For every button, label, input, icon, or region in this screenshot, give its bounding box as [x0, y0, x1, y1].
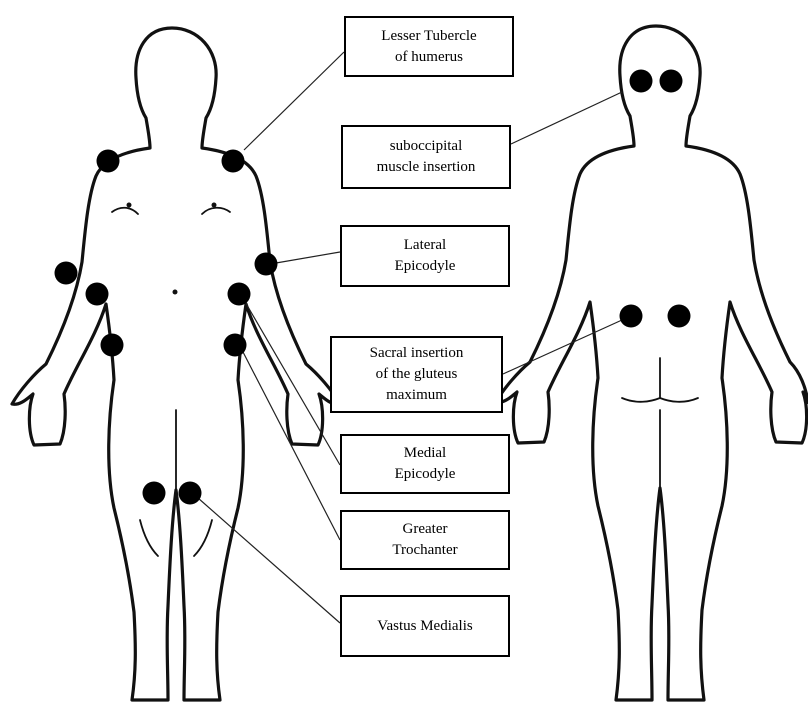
point-medial-epicodyle-right	[228, 283, 251, 306]
leader-suboccipital	[511, 92, 622, 144]
point-sacral-insertion-right	[668, 305, 691, 328]
point-suboccipital-left	[630, 70, 653, 93]
front-body-figure	[12, 28, 340, 700]
point-vastus-medialis-left	[143, 482, 166, 505]
front-navel	[173, 290, 178, 295]
label-medial-epicodyle: Medial Epicodyle	[340, 434, 510, 494]
point-sacral-insertion-left	[620, 305, 643, 328]
leader-lateral-epicodyle	[276, 252, 340, 263]
point-lateral-epicodyle-left	[55, 262, 78, 285]
front-nipple-right	[212, 203, 217, 208]
point-greater-trochanter-right	[224, 334, 247, 357]
leader-lesser-tubercle	[244, 52, 344, 150]
point-vastus-medialis-right	[179, 482, 202, 505]
point-medial-epicodyle-left	[86, 283, 109, 306]
back-body-figure	[496, 26, 808, 700]
point-lateral-epicodyle-right	[255, 253, 278, 276]
label-sacral-insertion: Sacral insertion of the gluteus maximum	[330, 336, 503, 413]
point-suboccipital-right	[660, 70, 683, 93]
back-body-outline	[496, 26, 808, 700]
label-suboccipital: suboccipital muscle insertion	[341, 125, 511, 189]
point-lesser-tubercle-left	[97, 150, 120, 173]
label-lesser-tubercle: Lesser Tubercle of humerus	[344, 16, 514, 77]
front-nipple-left	[127, 203, 132, 208]
front-body-outline	[12, 28, 340, 700]
label-greater-trochanter: Greater Trochanter	[340, 510, 510, 570]
label-lateral-epicodyle: Lateral Epicodyle	[340, 225, 510, 287]
label-vastus-medialis: Vastus Medialis	[340, 595, 510, 657]
point-lesser-tubercle-right	[222, 150, 245, 173]
point-greater-trochanter-left	[101, 334, 124, 357]
